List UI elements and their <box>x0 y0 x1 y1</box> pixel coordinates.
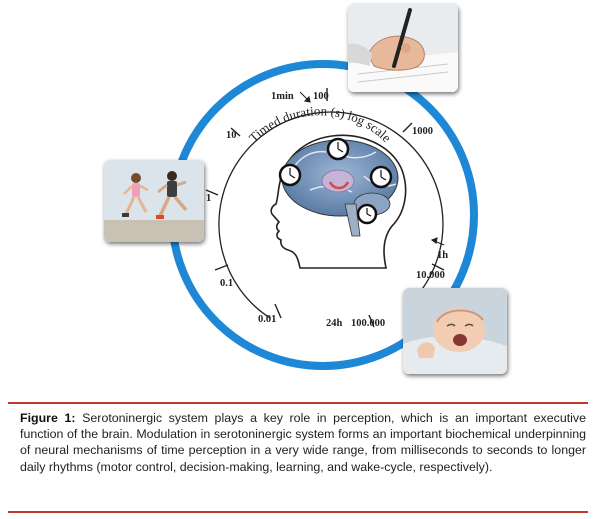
clock-icon <box>326 137 350 161</box>
caption-label: Figure 1: <box>20 411 76 425</box>
log-scale-arc <box>218 111 444 319</box>
tick-label-0-01: 0.01 <box>258 314 276 325</box>
marker-24h: 24h <box>326 318 343 329</box>
tick-label-1000: 1000 <box>412 126 433 137</box>
brain-clocks <box>278 137 393 225</box>
tick-label-0-1: 0.1 <box>220 278 233 289</box>
tick-label-10: 10 <box>226 130 237 141</box>
figure-caption: Figure 1: Serotoninergic system plays a … <box>20 410 586 475</box>
clock-icon <box>278 163 302 187</box>
figure-diagram: Timed duration (s) log scale 0.01 0.1 1 … <box>104 4 507 374</box>
caption-text: Serotoninergic system plays a key role i… <box>20 411 586 474</box>
runners-photo <box>104 160 204 242</box>
clock-icon <box>369 165 393 189</box>
time-scale-diagram: Timed duration (s) log scale 0.01 0.1 1 … <box>168 60 478 370</box>
clock-icon <box>356 203 378 225</box>
tick-label-1: 1 <box>206 193 211 204</box>
marker-1min: 1min <box>271 91 294 102</box>
tick-label-10000: 10.000 <box>416 270 445 281</box>
time-markers <box>299 91 445 246</box>
baby-yawning-photo <box>403 288 507 374</box>
caption-top-rule <box>8 402 588 404</box>
scale-ticks <box>205 88 445 328</box>
tick-label-100: 100 <box>313 91 329 102</box>
marker-1h: 1h <box>437 250 448 261</box>
caption-bottom-rule <box>8 511 588 513</box>
writing-hand-photo <box>348 4 458 92</box>
tick-label-100000: 100.000 <box>351 318 385 329</box>
